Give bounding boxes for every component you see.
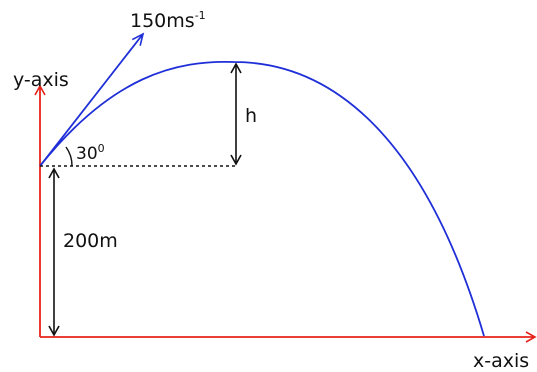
- angle-label: 300: [76, 142, 105, 164]
- y-axis-label: y-axis: [13, 69, 69, 91]
- angle-arc: [65, 146, 73, 167]
- trajectory-curve: [39, 60, 485, 337]
- angle-value: 30: [76, 144, 98, 164]
- max-height-label: h: [245, 105, 257, 127]
- velocity-label: 150ms-1: [130, 9, 206, 32]
- angle-unit: 0: [98, 142, 105, 155]
- velocity-vector: [39, 32, 145, 167]
- velocity-exponent: -1: [195, 9, 206, 22]
- launch-height-label: 200m: [63, 230, 118, 252]
- velocity-value: 150ms: [130, 10, 195, 32]
- x-axis-label: x-axis: [473, 350, 529, 372]
